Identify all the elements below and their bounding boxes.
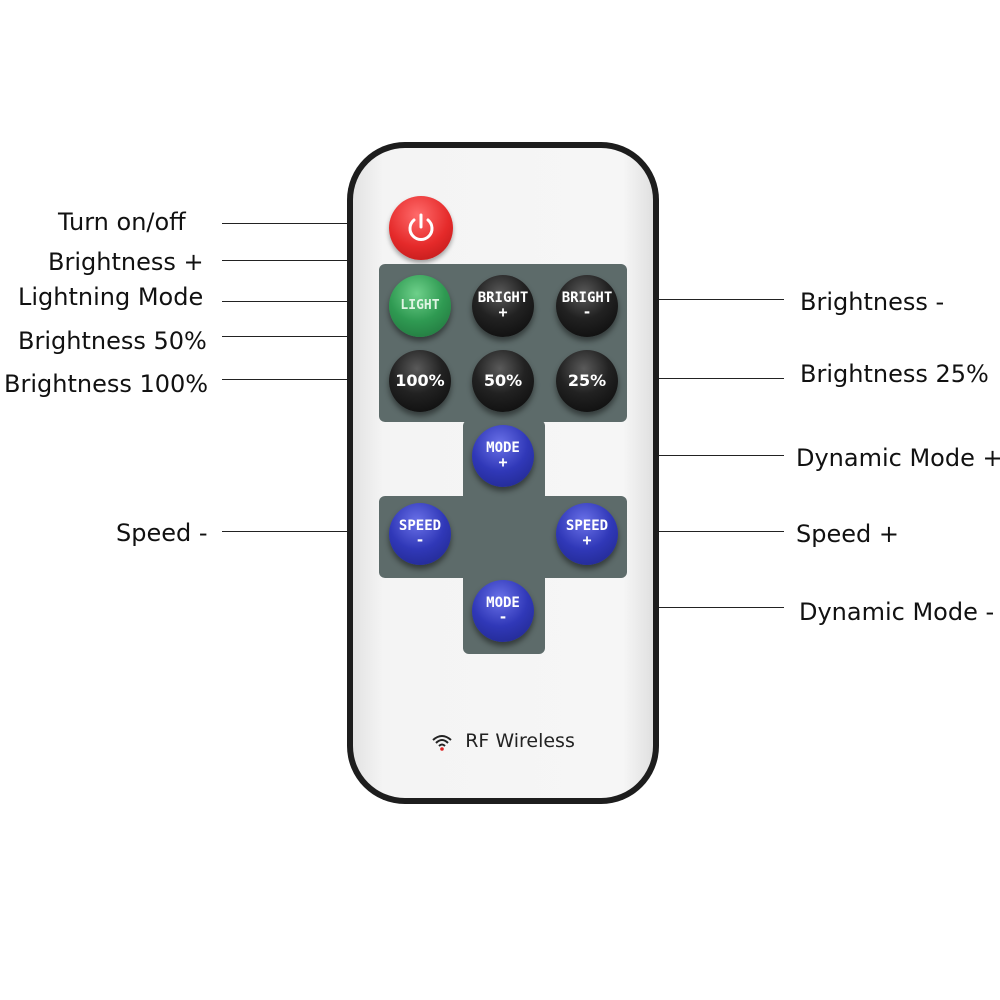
leader-line-speed-plus (658, 531, 784, 532)
mode-plus-button[interactable]: MODE + (472, 425, 534, 487)
rf-wireless-label: RF Wireless (353, 730, 653, 752)
leader-line-speed-minus (222, 531, 350, 532)
speed-minus-line1: SPEED (398, 517, 442, 534)
bright-minus-line1: BRIGHT (561, 289, 613, 306)
label-dynamic-mode-minus: Dynamic Mode - (799, 598, 995, 626)
label-brightness-50: Brightness 50% (18, 327, 207, 355)
mode-minus-button[interactable]: MODE - (472, 580, 534, 642)
leader-line-turn-on-off (222, 223, 350, 224)
mode-minus-line2: - (498, 608, 508, 627)
speed-minus-line2: - (415, 531, 425, 550)
rf-label-text: RF Wireless (465, 730, 575, 752)
remote-face: LIGHT BRIGHT + BRIGHT - 100% 50% 25% MOD… (353, 148, 653, 798)
label-turn-on-off: Turn on/off (58, 208, 186, 236)
label-lightning-mode: Lightning Mode (18, 283, 204, 311)
brightness-25-button[interactable]: 25% (556, 350, 618, 412)
leader-line-lightning-mode (222, 301, 350, 302)
label-brightness-minus: Brightness - (800, 288, 945, 316)
mode-plus-line1: MODE (486, 439, 520, 456)
label-speed-plus: Speed + (796, 520, 899, 548)
brightness-50-button[interactable]: 50% (472, 350, 534, 412)
brightness-plus-button[interactable]: BRIGHT + (472, 275, 534, 337)
brightness-minus-button[interactable]: BRIGHT - (556, 275, 618, 337)
remote-control: LIGHT BRIGHT + BRIGHT - 100% 50% 25% MOD… (347, 142, 659, 804)
mode-minus-line1: MODE (486, 594, 520, 611)
speed-minus-button[interactable]: SPEED - (389, 503, 451, 565)
label-brightness-25: Brightness 25% (800, 360, 989, 388)
label-speed-minus: Speed - (116, 519, 208, 547)
label-brightness-plus: Brightness + (48, 248, 204, 276)
b100-label: 100% (395, 370, 445, 390)
brightness-100-button[interactable]: 100% (389, 350, 451, 412)
leader-line-brightness-25 (658, 378, 784, 379)
b25-label: 25% (567, 370, 607, 390)
label-brightness-100: Brightness 100% (4, 370, 209, 398)
light-button-label: LIGHT (400, 298, 440, 314)
speed-plus-button[interactable]: SPEED + (556, 503, 618, 565)
power-button[interactable] (389, 196, 453, 260)
speed-plus-line1: SPEED (565, 517, 609, 534)
speed-plus-line2: + (582, 531, 592, 550)
leader-line-brightness-100 (222, 379, 350, 380)
light-mode-button[interactable]: LIGHT (389, 275, 451, 337)
bright-plus-line2: + (498, 303, 508, 322)
b50-label: 50% (483, 370, 523, 390)
bright-plus-line1: BRIGHT (477, 289, 529, 306)
power-icon (408, 213, 434, 241)
leader-line-brightness-minus (658, 299, 784, 300)
wireless-signal-icon (432, 734, 452, 751)
label-dynamic-mode-plus: Dynamic Mode + (796, 444, 1000, 472)
bright-minus-line2: - (582, 303, 592, 322)
mode-plus-line2: + (498, 453, 508, 472)
